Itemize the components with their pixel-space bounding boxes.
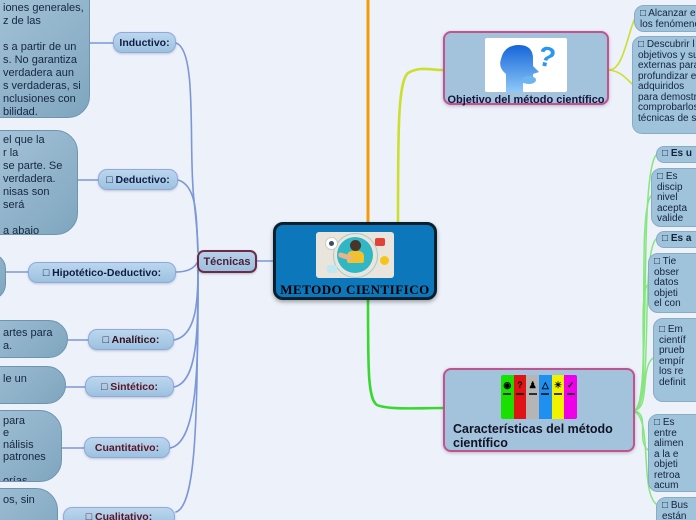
- node-cualitativo[interactable]: □ Cualitativo:: [63, 507, 175, 520]
- node-label: □ Sintético:: [100, 380, 159, 393]
- note-line: e: [3, 427, 10, 439]
- note-line: será: [3, 199, 25, 211]
- node-sintetico[interactable]: □ Sintético:: [85, 376, 174, 397]
- flask-icon: [375, 238, 385, 246]
- note-line: el que la: [3, 134, 45, 146]
- node-label: □ Deductivo:: [106, 173, 170, 186]
- note-line: verdadera.: [3, 173, 56, 185]
- node-metodo-cientifico[interactable]: METODO CIENTIFICO: [273, 222, 437, 300]
- question-icon: ?: [513, 375, 527, 419]
- note-cuantitativo[interactable]: para e nálisis patrones orías: [0, 410, 62, 482]
- rnote-carac-7[interactable]: □ Bus están: [656, 497, 696, 520]
- rnote-carac-3[interactable]: □ Es a: [656, 231, 696, 248]
- note-analitico[interactable]: artes para a.: [0, 320, 68, 358]
- bulb-icon: [380, 256, 389, 265]
- chat-icon: [327, 265, 337, 273]
- thinking-head-question-icon: ?: [485, 38, 567, 92]
- note-line: le un: [3, 373, 27, 385]
- rnote-objetivo-2[interactable]: □ Descubrir l objetivos y su externas pa…: [632, 36, 696, 134]
- node-analitico[interactable]: □ Analítico:: [88, 329, 174, 350]
- note-line: s. No garantiza: [3, 54, 77, 66]
- node-label: Características del método científico: [453, 422, 613, 450]
- note-line: os, sin: [3, 494, 35, 506]
- note-line: s verdaderas, si: [3, 80, 81, 92]
- eye-icon: ◉: [501, 375, 514, 419]
- note-line: [3, 28, 84, 41]
- node-label: Técnicas: [203, 255, 251, 268]
- test-tubes-icon: △: [539, 375, 552, 419]
- rnote-carac-6[interactable]: □ Es entre alimen a la e objeti retroa a…: [648, 414, 696, 492]
- svg-text:?: ?: [535, 40, 558, 74]
- headphones-icon: [325, 237, 338, 250]
- note-line: artes para: [3, 327, 53, 339]
- note-line: [3, 463, 46, 475]
- note-line: a.: [3, 340, 13, 352]
- note-line: s a partir de un: [3, 41, 77, 53]
- note-line: a abajo: [3, 225, 40, 235]
- node-objetivo[interactable]: ? Objetivo del método científico: [443, 31, 609, 106]
- bulb-icon: ☀: [551, 375, 565, 419]
- node-label: Cuantitativo:: [94, 441, 160, 454]
- note-line: se parte. Se: [3, 160, 63, 172]
- rnote-carac-2[interactable]: □ Es discip nivel acepta valide: [651, 168, 696, 227]
- check-icon: ✓: [564, 375, 577, 419]
- note-line: [3, 212, 62, 225]
- note-deductivo[interactable]: el que la r la se parte. Se verdadera. n…: [0, 130, 78, 235]
- node-label: Objetivo del método científico: [447, 94, 605, 106]
- rnote-carac-5[interactable]: □ Em científ prueb empír los re definit: [653, 318, 696, 402]
- note-line: nisas son: [3, 186, 50, 198]
- rnote-objetivo-1[interactable]: □ Alcanzar el los fenómeno: [634, 5, 696, 32]
- center-title: METODO CIENTIFICO: [280, 282, 430, 297]
- node-caracteristicas[interactable]: ◉ ? ♟ △ ☀ ✓ Características del método c…: [443, 368, 635, 452]
- node-label: □ Analítico:: [102, 333, 160, 346]
- note-line: verdadera aun: [3, 67, 74, 79]
- note-line: bilidad.: [3, 106, 38, 118]
- note-line: para: [3, 415, 26, 427]
- node-cuantitativo[interactable]: Cuantitativo:: [84, 437, 170, 458]
- node-inductivo[interactable]: Inductivo:: [113, 32, 176, 53]
- note-sintetico[interactable]: le un: [0, 366, 66, 404]
- characteristics-strip-icon: ◉ ? ♟ △ ☀ ✓: [501, 375, 577, 419]
- node-label: Inductivo:: [119, 36, 170, 49]
- note-inductivo[interactable]: iones generales, z de las s a partir de …: [0, 0, 90, 118]
- rnote-carac-1[interactable]: □ Es u: [656, 146, 696, 163]
- note-line: nclusiones con: [3, 93, 76, 105]
- rnote-carac-4[interactable]: □ Tie obser datos objeti el con: [648, 253, 696, 313]
- note-line: iones generales,: [3, 2, 84, 14]
- node-hipotetico-deductivo[interactable]: □ Hipotético-Deductivo:: [28, 262, 176, 283]
- node-tecnicas[interactable]: Técnicas: [197, 250, 257, 273]
- note-line: r la: [3, 147, 19, 159]
- node-deductivo[interactable]: □ Deductivo:: [98, 169, 178, 190]
- note-line: orías: [3, 475, 28, 482]
- note-line: patrones: [3, 451, 46, 463]
- note-line: z de las: [3, 15, 41, 27]
- note-line: nálisis: [3, 439, 34, 451]
- node-label: □ Hipotético-Deductivo:: [42, 266, 162, 279]
- node-label: □ Cualitativo:: [85, 511, 153, 520]
- person-icon: ♟: [526, 375, 540, 419]
- note-cualitativo[interactable]: os, sin: [0, 488, 58, 520]
- scientist-illustration-icon: [316, 232, 394, 278]
